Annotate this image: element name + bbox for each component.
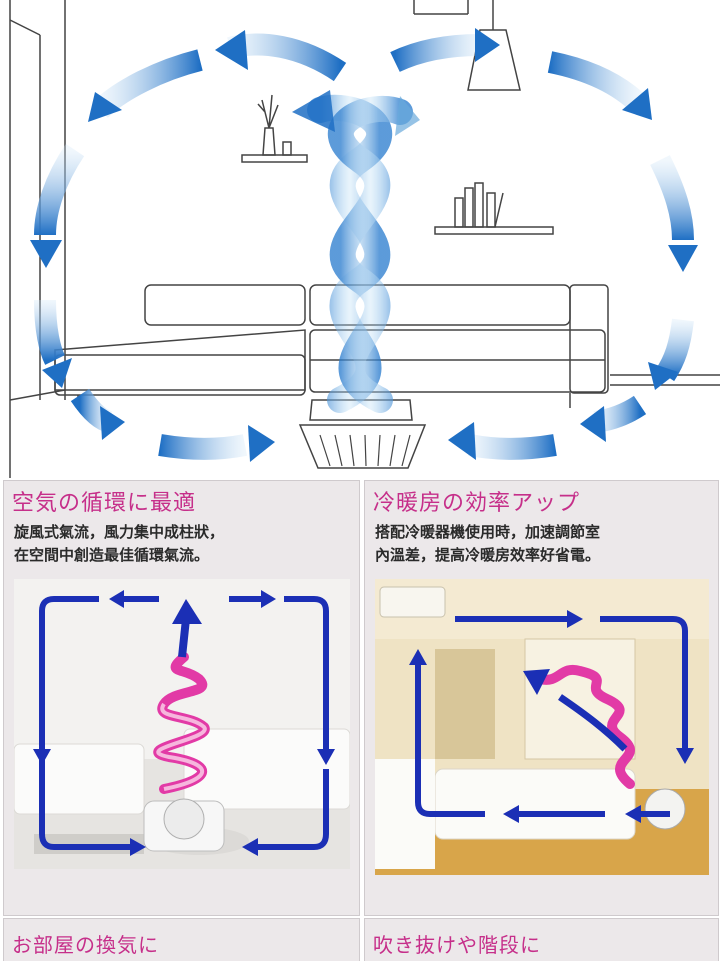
description-line: 在空間中創造最佳循環氣流。 <box>14 546 210 564</box>
arrowhead <box>261 590 276 608</box>
description-line: 搭配冷暖器機使用時，加速調節室 <box>375 523 601 541</box>
arrowhead <box>172 599 202 624</box>
arrowhead <box>567 610 583 628</box>
arrowhead <box>676 748 694 764</box>
panel-title: お部屋の換気に <box>12 933 159 957</box>
panel-description: 搭配冷暖器機使用時，加速調節室 內溫差，提高冷暖房效率好省電。 <box>375 521 600 567</box>
ventilation-panel: お部屋の換気に <box>3 918 360 961</box>
fan <box>644 788 686 830</box>
circulation-panel: 空気の循環に最適 旋風式氣流，風力集中成柱狀， 在空間中創造最佳循環氣流。 <box>3 480 360 916</box>
central-airflow-helix <box>307 94 413 413</box>
description-line: 旋風式氣流，風力集中成柱狀， <box>14 523 225 541</box>
arrowhead <box>409 649 427 665</box>
panel-description: 旋風式氣流，風力集中成柱狀， 在空間中創造最佳循環氣流。 <box>14 521 224 567</box>
arrowhead <box>317 749 335 765</box>
pink-spiral <box>535 664 635 789</box>
description-line: 內溫差，提高冷暖房效率好省電。 <box>375 546 601 564</box>
stairwell-panel: 吹き抜けや階段に <box>364 918 719 961</box>
arrowhead <box>33 749 51 765</box>
airflow-arrowhead <box>395 96 420 136</box>
arrowhead <box>625 805 641 823</box>
airflow-room-illustration <box>0 0 720 478</box>
arrowhead <box>242 838 258 856</box>
panel-title: 冷暖房の効率アップ <box>373 491 581 516</box>
heating-cooling-panel: 冷暖房の効率アップ 搭配冷暖器機使用時，加速調節室 內溫差，提高冷暖房效率好省電… <box>364 480 719 916</box>
arrowhead <box>109 590 124 608</box>
circulation-arrows <box>415 616 688 817</box>
room-circulation-arrows <box>30 28 698 462</box>
circulation-arrows <box>39 596 329 850</box>
arrowhead <box>523 669 550 695</box>
room-line-art <box>9 0 720 478</box>
living-room-photo <box>14 579 350 869</box>
living-room-photo <box>375 579 709 875</box>
panel-title: 吹き抜けや階段に <box>373 933 541 957</box>
panel-title: 空気の循環に最適 <box>12 491 197 516</box>
arrowhead <box>130 838 146 856</box>
arrowhead <box>503 805 519 823</box>
airflow-arrowhead <box>292 90 335 132</box>
